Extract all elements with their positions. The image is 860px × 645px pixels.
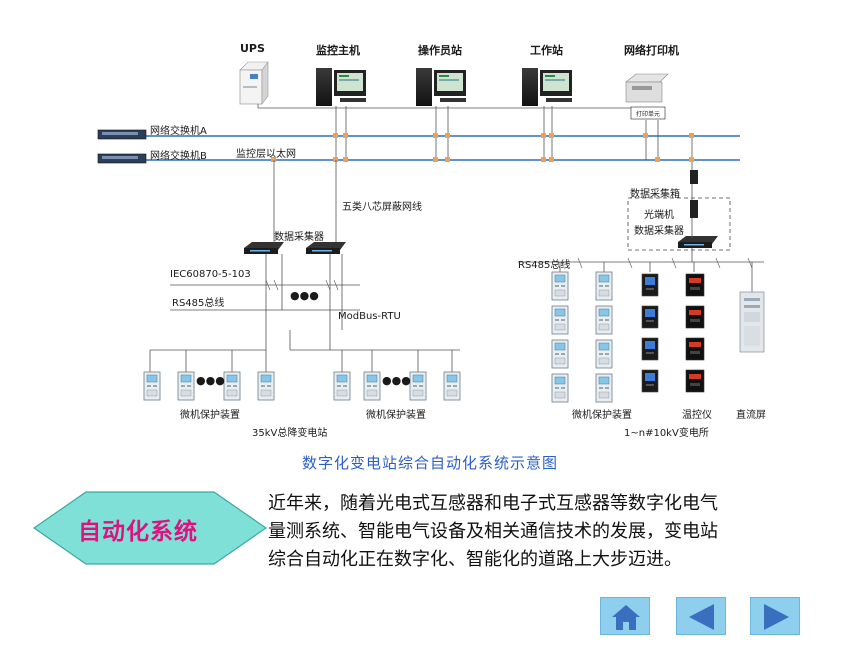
label-cat5: 五类八芯屏蔽网线: [342, 202, 422, 213]
home-button[interactable]: [600, 597, 650, 635]
data-collector-right-icon: [678, 236, 718, 248]
next-button[interactable]: [750, 597, 800, 635]
label-operator-station: 操作员站: [418, 44, 462, 57]
label-network-printer: 网络打印机: [624, 44, 679, 57]
badge-diamond: [32, 491, 268, 565]
network-diagram: 打印单元: [97, 61, 765, 403]
printer-icon: [625, 73, 669, 120]
label-workstation: 工作站: [530, 44, 563, 57]
label-rs485-left: RS485总线: [172, 298, 225, 309]
printer-tag: 打印单元: [636, 110, 660, 118]
label-switch-b: 网络交换机B: [150, 151, 207, 162]
home-icon: [612, 605, 640, 630]
arrow-left-icon: [689, 604, 714, 630]
switch-b-icon: [97, 153, 147, 164]
label-iec: IEC60870-5-103: [170, 269, 251, 280]
label-ethernet: 监控层以太网: [236, 149, 296, 160]
optical-terminal-icon: [690, 170, 698, 218]
ups-icon: [239, 61, 269, 105]
paragraph-line-2: 量测系统、智能电气设备及相关通信技术的发展，变电站: [268, 521, 718, 542]
dc-panel-icon: [739, 291, 765, 353]
workstation-icon: [522, 68, 572, 106]
monitor-host-icon: [316, 68, 366, 106]
data-collector-icon: [244, 242, 284, 254]
label-data-collector: 数据采集器: [274, 232, 324, 243]
label-35kv: 35kV总降变电站: [252, 428, 328, 439]
label-ups: UPS: [240, 42, 265, 55]
label-dc-panel: 直流屏: [736, 410, 766, 421]
operator-station-icon: [416, 68, 466, 106]
body-paragraph: 近年来，随着光电式互感器和电子式互感器等数字化电气 量测系统、智能电气设备及相关…: [268, 490, 808, 574]
label-10kv: 1~n#10kV变电所: [624, 428, 709, 439]
ellipsis-relays-a: ●●●: [196, 374, 225, 387]
previous-button[interactable]: [676, 597, 726, 635]
badge-label: 自动化系统: [78, 519, 198, 545]
label-modbus: ModBus-RTU: [338, 311, 401, 322]
label-monitor-host: 监控主机: [316, 44, 360, 57]
label-switch-a: 网络交换机A: [150, 126, 207, 137]
label-relay-left-b: 微机保护装置: [366, 410, 426, 421]
label-optical-terminal: 光端机: [644, 210, 674, 221]
label-temp-controller: 温控仪: [682, 410, 712, 421]
label-data-box: 数据采集箱: [630, 189, 680, 200]
label-data-collector-right: 数据采集器: [634, 226, 684, 237]
paragraph-line-3: 综合自动化正在数字化、智能化的道路上大步迈进。: [268, 549, 682, 570]
paragraph-line-1: 近年来，随着光电式互感器和电子式互感器等数字化电气: [268, 493, 718, 514]
ellipsis-left: ●●●: [290, 289, 319, 302]
label-relay-left-a: 微机保护装置: [180, 410, 240, 421]
label-relay-right: 微机保护装置: [572, 410, 632, 421]
ellipsis-relays-b: ●●●: [382, 374, 411, 387]
label-rs485-right: RS485总线: [518, 260, 571, 271]
arrow-right-icon: [764, 604, 789, 630]
switch-a-icon: [97, 129, 147, 140]
data-collector-icon: [306, 242, 346, 254]
diagram-caption: 数字化变电站综合自动化系统示意图: [301, 454, 558, 472]
